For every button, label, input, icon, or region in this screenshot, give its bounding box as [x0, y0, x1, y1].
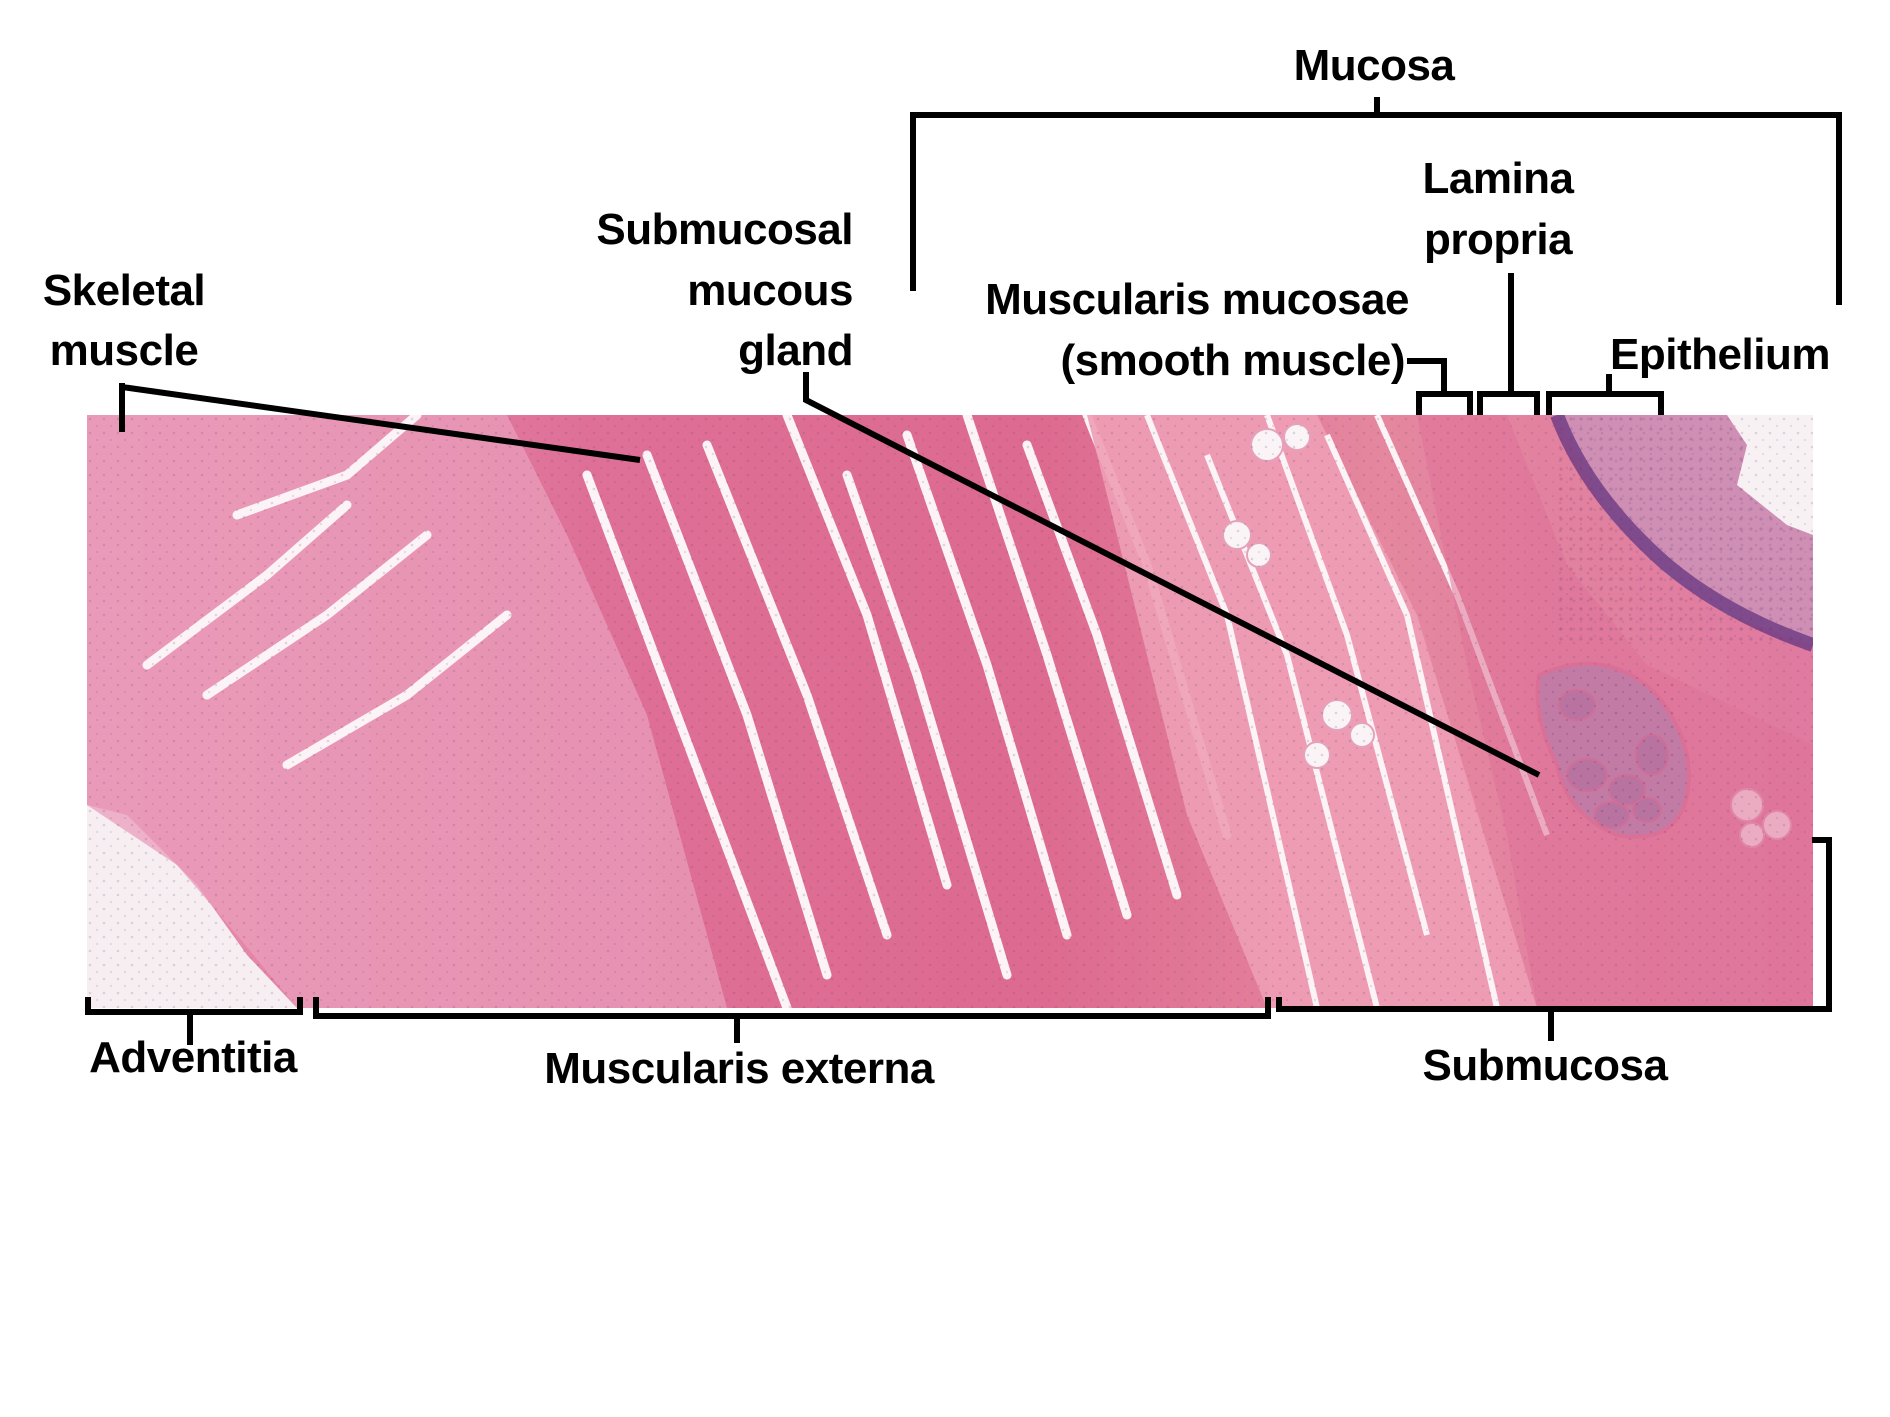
- label-mucosa: Mucosa: [1293, 41, 1455, 90]
- label-skeletal-muscle-line2: muscle: [49, 326, 199, 375]
- label-lamina-propria-line1: Lamina: [1422, 154, 1574, 203]
- label-submucosal-gland-line1: Submucosal: [596, 205, 853, 254]
- muscularis-mucosae-leader: [1407, 358, 1447, 394]
- label-muscularis-externa: Muscularis externa: [544, 1044, 934, 1093]
- label-epithelium: Epithelium: [1610, 330, 1830, 379]
- label-adventitia: Adventitia: [89, 1033, 297, 1082]
- label-submucosal-gland-line3: gland: [738, 326, 853, 375]
- label-submucosa: Submucosa: [1422, 1041, 1668, 1090]
- label-skeletal-muscle-line1: Skeletal: [42, 266, 206, 315]
- label-lamina-propria-line2: propria: [1423, 215, 1573, 264]
- label-muscularis-mucosae-line1: Muscularis mucosae: [985, 275, 1409, 324]
- label-muscularis-mucosae-line2: (smooth muscle): [1060, 336, 1405, 385]
- tissue-illustration: [87, 415, 1813, 1008]
- muscularis-mucosae-bracket: [1416, 391, 1473, 415]
- lamina-propria-bracket: [1477, 391, 1540, 415]
- epithelium-bracket: [1546, 391, 1664, 415]
- histology-micrograph: [87, 415, 1813, 1008]
- label-submucosal-gland-line2: mucous: [687, 266, 853, 315]
